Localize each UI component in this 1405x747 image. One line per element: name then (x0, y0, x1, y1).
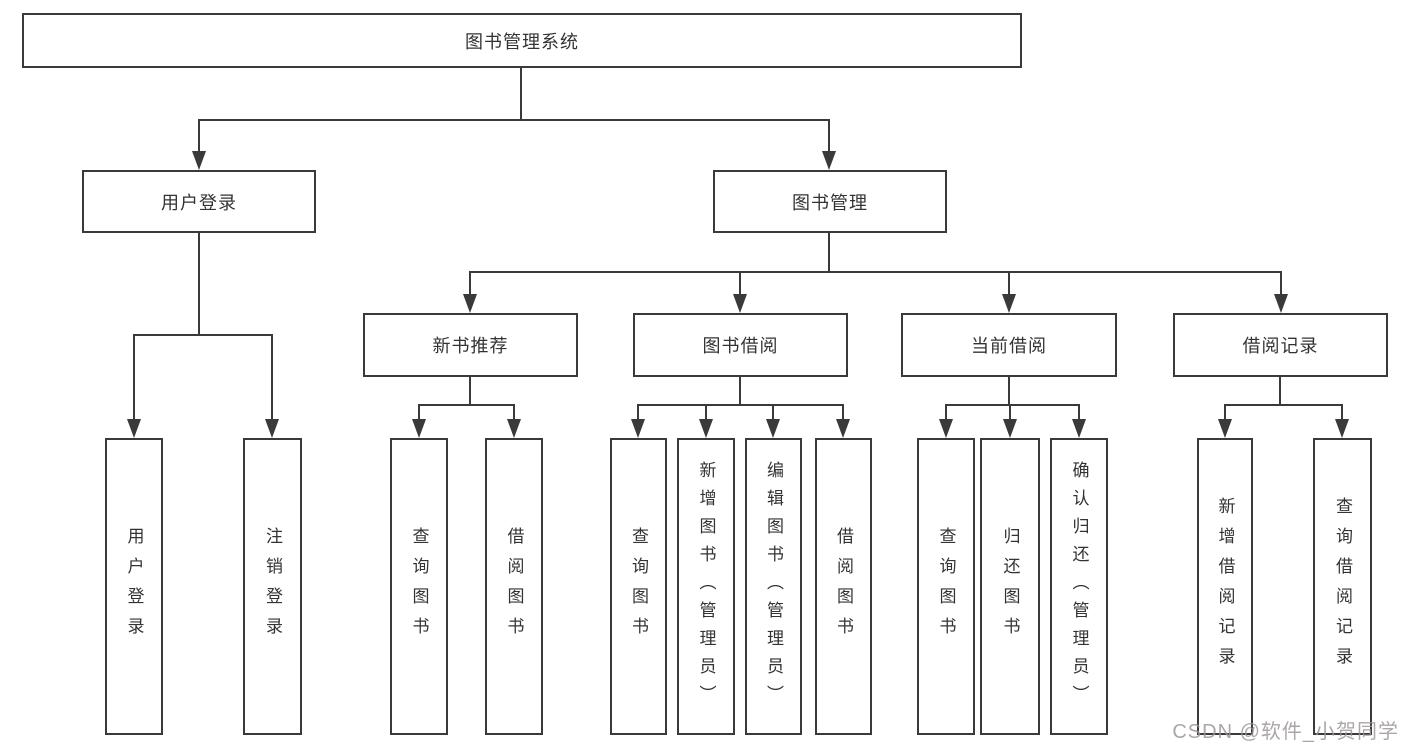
node-root-label: 图书管理系统 (465, 31, 579, 52)
node-leaf-recommend-borrow-books-label: 借阅图书 (504, 526, 524, 647)
node-leaf-borrow-add-books: 新增图书（管理员） (677, 438, 735, 735)
node-leaf-logout-login: 注销登录 (243, 438, 302, 735)
node-leaf-user-login-label: 用户登录 (124, 526, 144, 647)
node-book-borrowing-label: 图书借阅 (702, 336, 779, 356)
watermark: CSDN @软件_小贺同学 (1172, 721, 1399, 743)
node-book-management-label: 图书管理 (792, 192, 868, 213)
node-new-book-recommend-label: 新书推荐 (432, 336, 509, 356)
node-leaf-current-query-books: 查询图书 (917, 438, 975, 735)
node-leaf-borrow-edit-books: 编辑图书（管理员） (745, 438, 802, 735)
node-leaf-current-confirm-return-label: 确认归还（管理员） (1069, 460, 1089, 713)
node-leaf-borrow-query-books-label: 查询图书 (629, 526, 648, 647)
node-book-borrowing: 图书借阅 (633, 313, 848, 377)
node-borrowing-records-label: 借阅记录 (1242, 336, 1319, 356)
node-leaf-borrow-query-books: 查询图书 (610, 438, 667, 735)
node-leaf-recommend-query-books-label: 查询图书 (409, 526, 429, 647)
node-leaf-borrow-add-books-label: 新增图书（管理员） (696, 460, 716, 713)
node-new-book-recommend: 新书推荐 (363, 313, 578, 377)
node-leaf-borrow-edit-books-label: 编辑图书（管理员） (764, 460, 783, 713)
node-book-management: 图书管理 (713, 170, 947, 233)
node-current-borrowing-label: 当前借阅 (971, 336, 1047, 356)
node-leaf-logout-login-label: 注销登录 (263, 526, 282, 647)
node-leaf-recommend-borrow-books: 借阅图书 (485, 438, 543, 735)
node-leaf-current-return-books: 归还图书 (980, 438, 1040, 735)
node-leaf-recommend-query-books: 查询图书 (390, 438, 448, 735)
node-borrowing-records: 借阅记录 (1173, 313, 1388, 377)
node-leaf-current-query-books-label: 查询图书 (936, 526, 956, 647)
node-current-borrowing: 当前借阅 (901, 313, 1117, 377)
node-user-login: 用户登录 (82, 170, 316, 233)
node-leaf-borrow-borrow-books-label: 借阅图书 (834, 526, 853, 647)
node-leaf-records-query-record: 查询借阅记录 (1313, 438, 1372, 735)
node-leaf-user-login: 用户登录 (105, 438, 163, 735)
node-leaf-records-add-record-label: 新增借阅记录 (1215, 496, 1235, 677)
node-leaf-records-query-record-label: 查询借阅记录 (1333, 496, 1352, 677)
node-root: 图书管理系统 (22, 13, 1022, 68)
node-leaf-records-add-record: 新增借阅记录 (1197, 438, 1253, 735)
node-user-login-label: 用户登录 (161, 192, 237, 213)
node-leaf-borrow-borrow-books: 借阅图书 (815, 438, 872, 735)
node-leaf-current-confirm-return: 确认归还（管理员） (1050, 438, 1108, 735)
node-leaf-current-return-books-label: 归还图书 (1000, 526, 1020, 647)
